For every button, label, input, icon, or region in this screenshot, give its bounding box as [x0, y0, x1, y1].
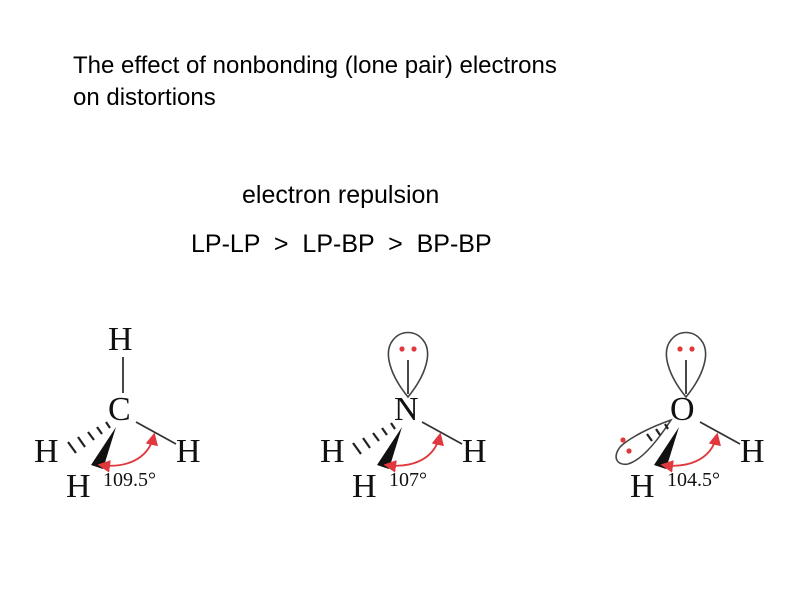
ammonia-h-left: H [320, 433, 345, 470]
methane-h-right: H [176, 433, 201, 470]
methane-central-atom: C [108, 391, 131, 428]
ammonia-wedge-bond [377, 427, 402, 469]
ammonia-bond-right [421, 421, 463, 445]
subtitle: electron repulsion [242, 181, 440, 209]
water-lone-pair-dot [626, 448, 632, 454]
water-central-atom: O [670, 391, 695, 428]
methane-angle-arrow [97, 432, 158, 473]
ammonia-angle-arrow [383, 432, 444, 473]
water-lone-pair-lobe-top [665, 331, 707, 399]
water-hashed-bond [646, 423, 669, 442]
water-angle-arrow [660, 432, 721, 473]
title-line-1: The effect of nonbonding (lone pair) ele… [73, 52, 557, 79]
methane-molecule: H C H H H 109.5° [34, 321, 201, 505]
methane-h-bottom: H [66, 468, 91, 505]
methane-h-top: H [108, 321, 133, 358]
water-lone-pair-dot [620, 437, 626, 443]
methane-wedge-bond [91, 427, 116, 469]
water-lone-pair-dot [689, 346, 695, 352]
water-molecule: O H H 104.5° [615, 331, 765, 505]
ammonia-bond-angle: 107° [389, 469, 427, 491]
methane-h-left: H [34, 433, 59, 470]
ammonia-h-right: H [462, 433, 487, 470]
methane-bond-angle: 109.5° [103, 469, 156, 491]
methane-hashed-bond [67, 421, 111, 454]
repulsion-order: LP-LP > LP-BP > BP-BP [191, 230, 492, 258]
water-h-right: H [740, 433, 765, 470]
water-bond-angle: 104.5° [667, 469, 720, 491]
ammonia-lone-pair-dot [399, 346, 405, 352]
slide-title: The effect of nonbonding (lone pair) ele… [73, 50, 773, 114]
water-lone-pair-dot [677, 346, 683, 352]
methane-bond-right [135, 421, 177, 445]
ammonia-molecule: N H H H 107° [320, 331, 487, 505]
water-bond-right [699, 421, 741, 445]
molecule-diagram: H C H H H 109.5° N H H [34, 321, 765, 505]
ammonia-lone-pair-lobe [387, 331, 429, 399]
ammonia-hashed-bond [352, 422, 396, 455]
water-lone-pair-lobe-left [615, 418, 673, 466]
title-line-2: on distortions [73, 84, 216, 111]
water-h-bottom: H [630, 468, 655, 505]
ammonia-h-bottom: H [352, 468, 377, 505]
ammonia-lone-pair-dot [411, 346, 417, 352]
ammonia-central-atom: N [394, 391, 419, 428]
